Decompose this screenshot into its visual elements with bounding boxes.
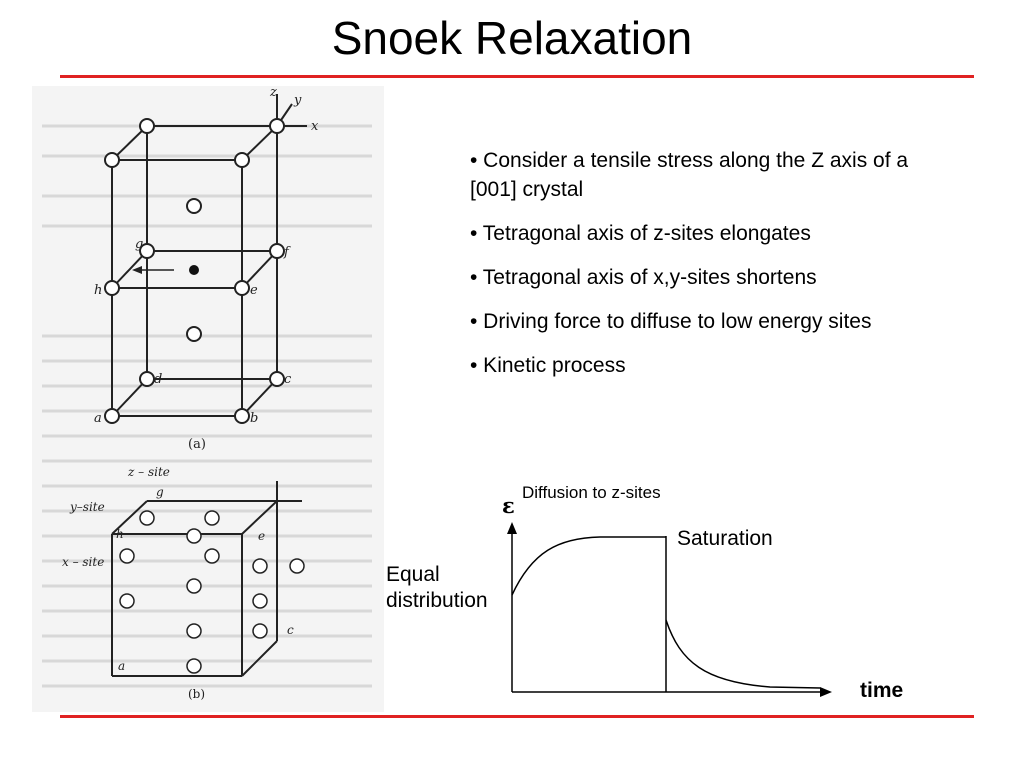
- bullet-item: • Kinetic process: [470, 354, 626, 377]
- panel-b-sites: [119, 510, 305, 674]
- svg-text:(b): (b): [188, 687, 205, 701]
- svg-text:c: c: [284, 372, 292, 387]
- unloading-curve: [665, 619, 821, 689]
- bullet-item: • Consider a tensile stress along the Z …: [470, 149, 909, 201]
- svg-text:b: b: [250, 411, 258, 426]
- time-axis-label: time: [860, 679, 904, 702]
- panel-a-labels: z y x a b c d e f g h (a): [94, 86, 319, 452]
- svg-text:f: f: [283, 245, 291, 260]
- svg-text:e: e: [250, 283, 258, 298]
- saturation-label: Saturation: [677, 527, 773, 550]
- epsilon-symbol: ε: [502, 493, 515, 518]
- panel-b-labels: z – site y–site x – site a c e g h (b): [62, 465, 294, 701]
- svg-text:(a): (a): [188, 437, 206, 452]
- slide-title: Snoek Relaxation: [331, 12, 693, 64]
- panel-b-lattice: [111, 481, 302, 677]
- svg-text:y–site: y–site: [69, 500, 105, 514]
- svg-text:g: g: [135, 237, 143, 252]
- svg-text:a: a: [94, 411, 102, 426]
- bullet-item: • Tetragonal axis of x,y-sites shortens: [470, 266, 817, 289]
- interstitial-atom: [132, 265, 199, 275]
- bullet-list: • Consider a tensile stress along the Z …: [470, 146, 940, 395]
- svg-text:x: x: [311, 119, 319, 134]
- crystal-lattice-figure: z y x a b c d e f g h (a) z – site y–sit…: [32, 86, 384, 712]
- x-axis-arrow: [820, 687, 832, 697]
- svg-text:d: d: [154, 372, 162, 387]
- y-axis-arrow: [507, 522, 517, 534]
- diffusion-annotation: Diffusion to z-sites: [522, 483, 661, 502]
- svg-text:z – site: z – site: [127, 465, 170, 479]
- svg-text:x – site: x – site: [62, 555, 104, 569]
- bullet-item: • Driving force to diffuse to low energy…: [470, 310, 872, 333]
- svg-text:z: z: [269, 86, 277, 100]
- svg-text:c: c: [287, 623, 294, 637]
- svg-text:g: g: [156, 485, 164, 499]
- loading-curve: [511, 536, 666, 596]
- relaxation-graph: [507, 522, 832, 697]
- bottom-divider: [60, 715, 974, 718]
- bullet-item: • Tetragonal axis of z-sites elongates: [470, 222, 811, 245]
- svg-text:h: h: [116, 527, 124, 541]
- svg-text:y: y: [293, 93, 302, 108]
- top-divider: [60, 75, 974, 78]
- svg-text:a: a: [118, 659, 125, 673]
- equal-distribution-label: Equal distribution: [386, 563, 488, 612]
- panel-a-atoms: [104, 118, 285, 424]
- svg-text:h: h: [94, 283, 102, 298]
- svg-text:e: e: [258, 529, 265, 543]
